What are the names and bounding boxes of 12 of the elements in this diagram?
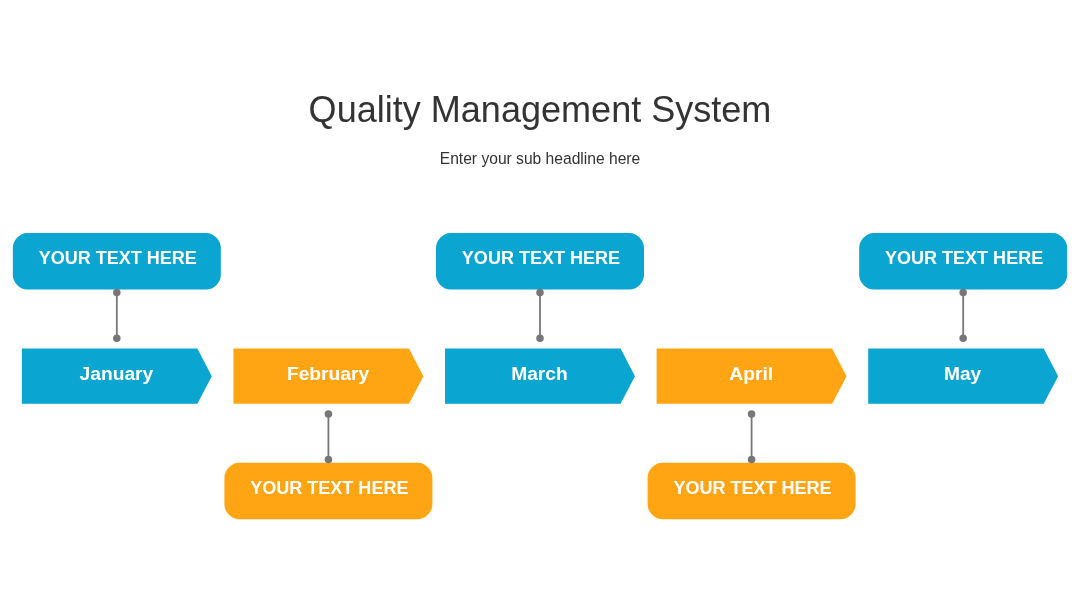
connector: [324, 410, 333, 464]
connector: [536, 288, 544, 343]
diagram-title: Quality Management System: [308, 89, 772, 131]
connector: [959, 288, 967, 343]
node-box: YOUR TEXT HERE: [224, 462, 433, 520]
node-box: YOUR TEXT HERE: [647, 462, 856, 520]
connector: [113, 288, 121, 343]
label: Enter your sub headline here: [439, 149, 641, 167]
node-box: YOUR TEXT HERE: [12, 233, 221, 290]
connector: [747, 410, 756, 464]
node-box: YOUR TEXT HERE: [859, 233, 1068, 290]
node-box: YOUR TEXT HERE: [436, 233, 644, 290]
